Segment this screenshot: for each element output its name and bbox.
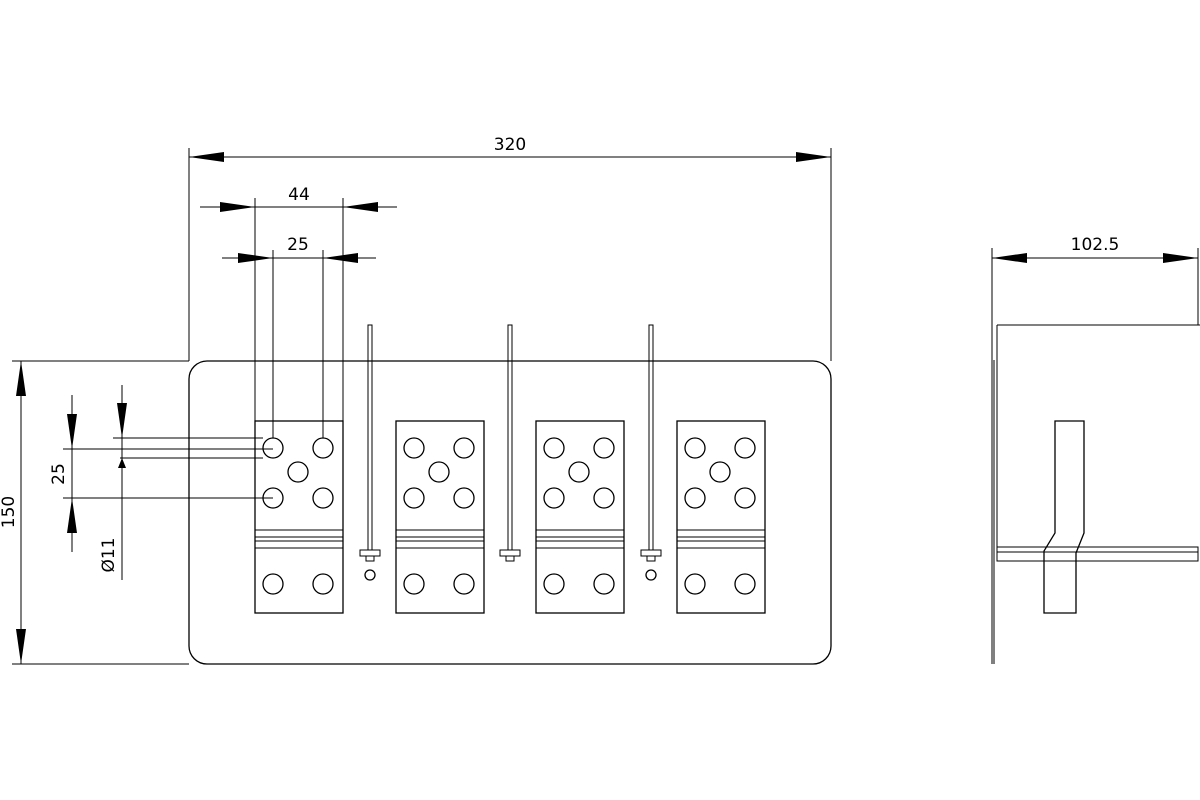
- hole: [709, 461, 731, 483]
- dimension-label-25-vertical: 25: [49, 463, 69, 485]
- separator-rod: [359, 324, 381, 581]
- separator-rod: [499, 324, 521, 562]
- side-view: [991, 324, 1200, 664]
- hole: [403, 487, 425, 509]
- hole: [593, 573, 615, 595]
- hole: [684, 487, 706, 509]
- dimension-overall-width: 320: [188, 135, 832, 361]
- front-view: [188, 324, 832, 665]
- hole: [568, 461, 590, 483]
- hole: [262, 437, 284, 459]
- hole: [287, 461, 309, 483]
- hole: [453, 487, 475, 509]
- hole: [312, 437, 334, 459]
- dimension-hole-pitch-vertical: 25: [49, 395, 273, 552]
- hole: [593, 437, 615, 459]
- terminal-block: [676, 420, 766, 614]
- hole: [428, 461, 450, 483]
- terminal-plate: [254, 420, 344, 614]
- hole: [453, 573, 475, 595]
- hole: [453, 437, 475, 459]
- terminal-plate: [535, 420, 625, 614]
- dimension-label-150: 150: [0, 496, 19, 528]
- hole: [403, 437, 425, 459]
- hole: [684, 437, 706, 459]
- dimension-label-320: 320: [494, 135, 526, 155]
- terminal-block: [254, 420, 344, 614]
- hole: [734, 437, 756, 459]
- hole: [312, 573, 334, 595]
- hole: [734, 487, 756, 509]
- terminal-block: [395, 420, 485, 614]
- terminal-block: [535, 420, 625, 614]
- side-terminal-profile: [1043, 420, 1085, 614]
- hole: [734, 573, 756, 595]
- dimension-depth: 102.5: [991, 235, 1199, 360]
- dimension-label-44: 44: [288, 185, 310, 205]
- hole: [684, 573, 706, 595]
- hole: [593, 487, 615, 509]
- separator-rod: [640, 324, 662, 581]
- side-base: [996, 546, 1199, 562]
- dimension-hole-diameter: Ø11: [99, 385, 263, 580]
- dimension-hole-pitch-horizontal: 25: [222, 235, 376, 438]
- dimension-terminal-width: 44: [200, 185, 397, 421]
- dimension-label-diameter: Ø11: [99, 537, 119, 572]
- hole: [403, 573, 425, 595]
- hole: [543, 487, 565, 509]
- hole: [543, 573, 565, 595]
- dimension-label-102-5: 102.5: [1071, 235, 1120, 255]
- dimension-overall-height: 150: [0, 360, 189, 665]
- hole: [543, 437, 565, 459]
- hole: [262, 573, 284, 595]
- terminal-plate: [395, 420, 485, 614]
- base-plate: [188, 360, 832, 665]
- hole: [312, 487, 334, 509]
- terminal-plate: [676, 420, 766, 614]
- dimension-label-25-horizontal: 25: [287, 235, 309, 255]
